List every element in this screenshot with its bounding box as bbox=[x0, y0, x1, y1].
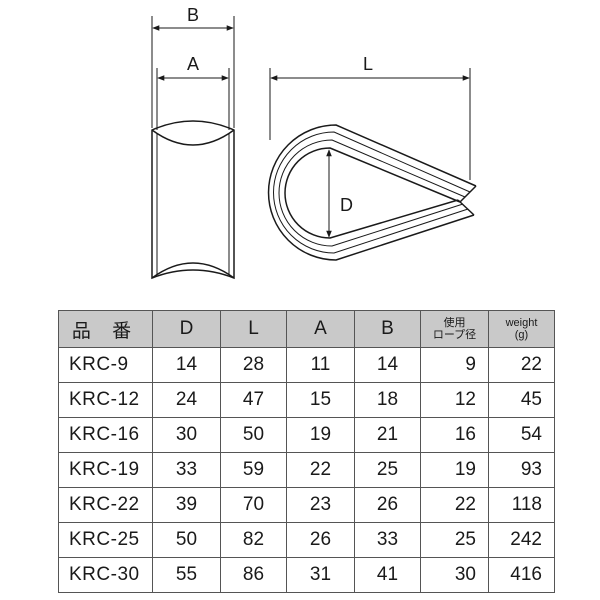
cell-b: 18 bbox=[354, 382, 421, 418]
cell-rope: 30 bbox=[420, 557, 489, 593]
cell-l: 47 bbox=[220, 382, 287, 418]
spec-table: 品 番 D L A B 使用 ロープ径 weight (g) KRC-9 14 … bbox=[58, 310, 555, 593]
cell-b: 33 bbox=[354, 522, 421, 558]
cell-code: KRC-19 bbox=[58, 452, 153, 488]
cell-weight: 54 bbox=[488, 417, 555, 453]
cell-l: 70 bbox=[220, 487, 287, 523]
table-row: KRC-16 30 50 19 21 16 54 bbox=[58, 417, 555, 453]
cell-weight: 45 bbox=[488, 382, 555, 418]
cell-a: 15 bbox=[286, 382, 355, 418]
cell-d: 33 bbox=[152, 452, 221, 488]
label-b: B bbox=[187, 5, 199, 25]
cell-rope: 19 bbox=[420, 452, 489, 488]
cell-code: KRC-9 bbox=[58, 347, 153, 383]
dimension-l bbox=[269, 68, 471, 180]
cell-l: 82 bbox=[220, 522, 287, 558]
cell-b: 21 bbox=[354, 417, 421, 453]
cell-weight: 93 bbox=[488, 452, 555, 488]
cell-a: 23 bbox=[286, 487, 355, 523]
cell-code: KRC-22 bbox=[58, 487, 153, 523]
cell-b: 41 bbox=[354, 557, 421, 593]
table-row: KRC-22 39 70 23 26 22 118 bbox=[58, 487, 555, 523]
cell-code: KRC-30 bbox=[58, 557, 153, 593]
cell-a: 26 bbox=[286, 522, 355, 558]
front-view bbox=[267, 124, 477, 261]
dimension-a bbox=[156, 68, 230, 130]
cell-d: 50 bbox=[152, 522, 221, 558]
table-row: KRC-25 50 82 26 33 25 242 bbox=[58, 522, 555, 558]
table-row: KRC-9 14 28 11 14 9 22 bbox=[58, 347, 555, 383]
cell-d: 24 bbox=[152, 382, 221, 418]
cell-d: 14 bbox=[152, 347, 221, 383]
cell-d: 39 bbox=[152, 487, 221, 523]
cell-rope: 25 bbox=[420, 522, 489, 558]
cell-weight: 242 bbox=[488, 522, 555, 558]
cell-d: 30 bbox=[152, 417, 221, 453]
cell-weight: 416 bbox=[488, 557, 555, 593]
cell-rope: 9 bbox=[420, 347, 489, 383]
label-l: L bbox=[363, 54, 373, 74]
header-a: A bbox=[286, 310, 355, 348]
table-row: KRC-12 24 47 15 18 12 45 bbox=[58, 382, 555, 418]
header-weight-line2: (g) bbox=[514, 329, 529, 341]
cell-l: 86 bbox=[220, 557, 287, 593]
header-rope-line1: 使用 bbox=[443, 317, 466, 329]
header-code: 品 番 bbox=[58, 310, 153, 348]
cell-b: 25 bbox=[354, 452, 421, 488]
cell-a: 19 bbox=[286, 417, 355, 453]
cell-a: 31 bbox=[286, 557, 355, 593]
label-d: D bbox=[340, 195, 353, 215]
cell-code: KRC-12 bbox=[58, 382, 153, 418]
side-view bbox=[151, 120, 235, 280]
header-rope-diameter: 使用 ロープ径 bbox=[420, 310, 489, 348]
cell-rope: 22 bbox=[420, 487, 489, 523]
cell-rope: 16 bbox=[420, 417, 489, 453]
table-row: KRC-30 55 86 31 41 30 416 bbox=[58, 557, 555, 593]
dimension-b bbox=[151, 16, 235, 128]
header-rope-line2: ロープ径 bbox=[432, 329, 477, 341]
label-a: A bbox=[187, 54, 199, 74]
cell-a: 11 bbox=[286, 347, 355, 383]
cell-weight: 22 bbox=[488, 347, 555, 383]
header-weight: weight (g) bbox=[488, 310, 555, 348]
header-l: L bbox=[220, 310, 287, 348]
cell-b: 14 bbox=[354, 347, 421, 383]
thimble-diagram: B A L D bbox=[151, 5, 477, 280]
cell-rope: 12 bbox=[420, 382, 489, 418]
cell-l: 28 bbox=[220, 347, 287, 383]
cell-code: KRC-16 bbox=[58, 417, 153, 453]
table-row: KRC-19 33 59 22 25 19 93 bbox=[58, 452, 555, 488]
cell-d: 55 bbox=[152, 557, 221, 593]
cell-b: 26 bbox=[354, 487, 421, 523]
table-header-row: 品 番 D L A B 使用 ロープ径 weight (g) bbox=[58, 310, 555, 348]
header-b: B bbox=[354, 310, 421, 348]
header-d: D bbox=[152, 310, 221, 348]
header-weight-line1: weight bbox=[505, 317, 538, 329]
cell-a: 22 bbox=[286, 452, 355, 488]
cell-l: 50 bbox=[220, 417, 287, 453]
cell-weight: 118 bbox=[488, 487, 555, 523]
cell-code: KRC-25 bbox=[58, 522, 153, 558]
cell-l: 59 bbox=[220, 452, 287, 488]
